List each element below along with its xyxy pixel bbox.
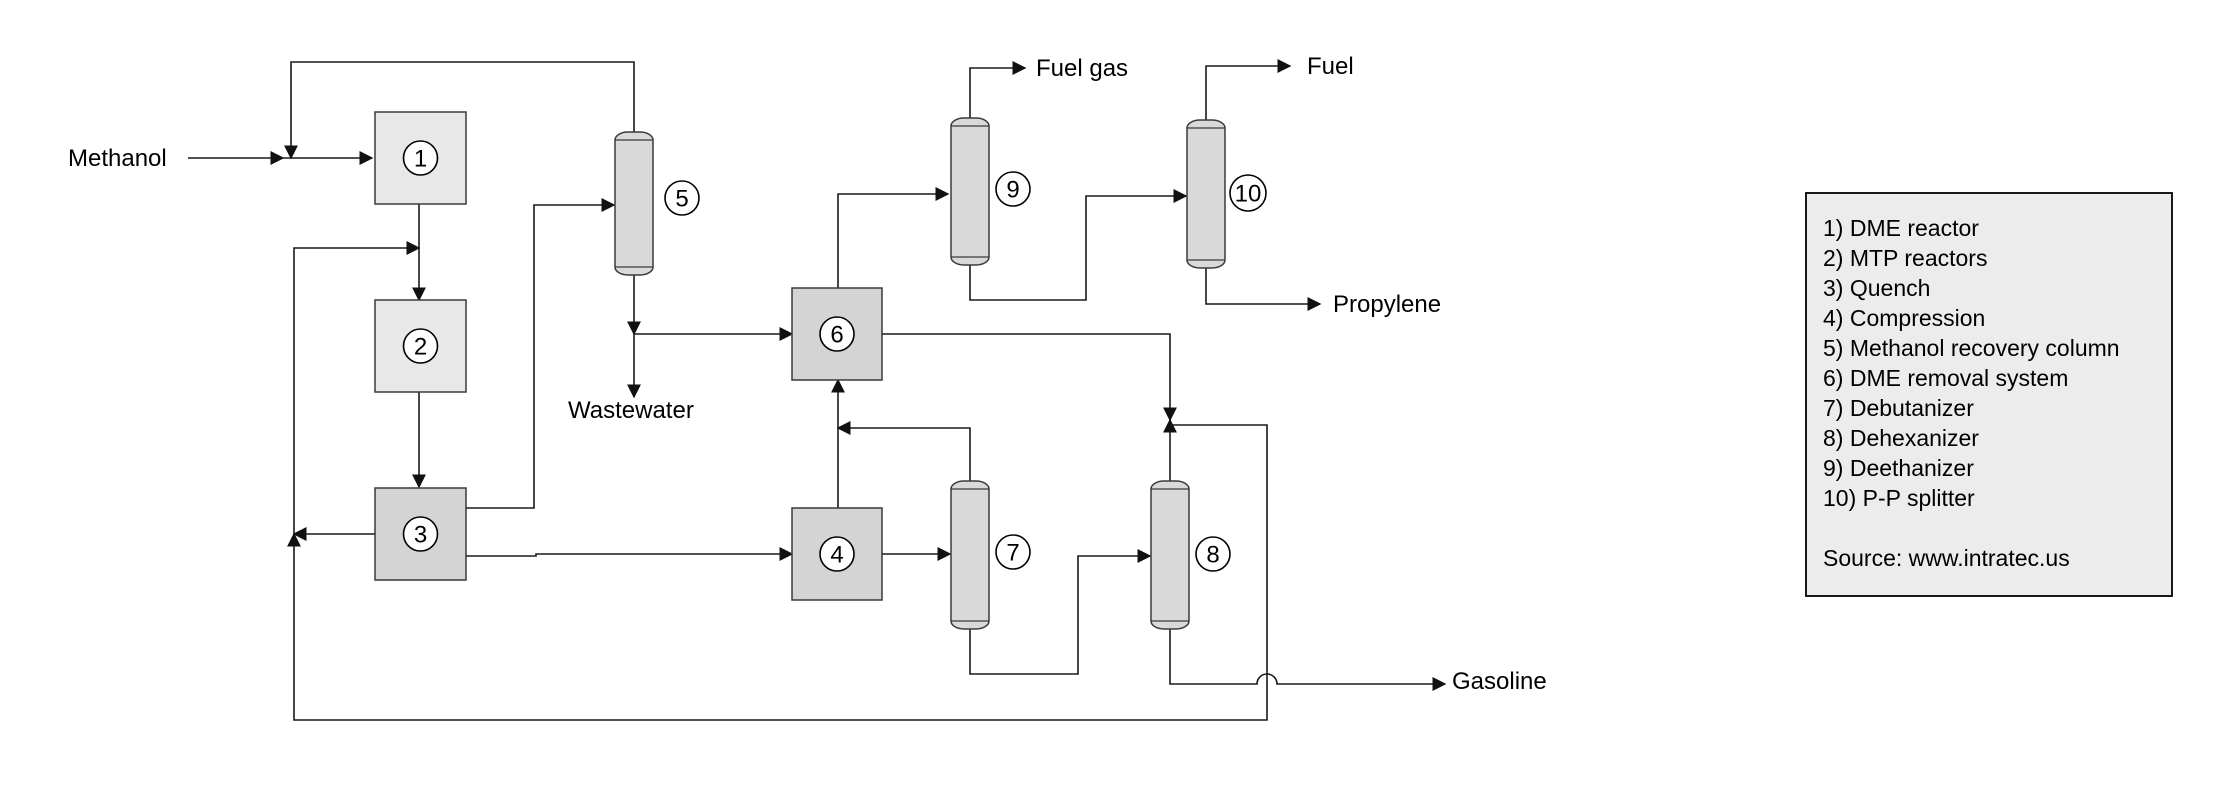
stream-fuel <box>1205 59 1292 120</box>
stream-u9-to-u10 <box>969 189 1188 301</box>
unit-4-number: 4 <box>830 542 843 569</box>
stream-propylene <box>1205 268 1322 311</box>
label-fuel-gas: Fuel gas <box>1036 55 1128 82</box>
unit-4: 4 <box>791 507 883 601</box>
column-10-marker <box>1229 174 1267 212</box>
column-9-marker <box>995 171 1031 207</box>
column-9-body <box>950 117 990 266</box>
legend-source: Source: www.intratec.us <box>1823 545 2070 571</box>
unit-1-marker <box>402 140 439 176</box>
column-7-body <box>950 480 990 630</box>
unit-2: 2 <box>374 299 467 393</box>
column-7-marker <box>995 534 1031 570</box>
unit-1: 1 <box>374 111 467 205</box>
legend-box <box>1805 192 2173 597</box>
label-methanol: Methanol <box>68 145 167 172</box>
flow-lines <box>188 59 1447 721</box>
column-9: 9 <box>950 117 1031 266</box>
legend-item-6: 6) DME removal system <box>1823 365 2068 391</box>
column-9-number: 9 <box>1006 177 1019 204</box>
stream-u5-recycle <box>284 61 635 160</box>
column-10-number: 10 <box>1235 181 1262 208</box>
unit-3-number: 3 <box>414 522 427 549</box>
legend-item-1: 1) DME reactor <box>1823 215 1979 241</box>
column-7: 7 <box>950 480 1031 630</box>
legend-item-7: 7) Debutanizer <box>1823 395 1974 421</box>
stream-u6-to-u9 <box>837 187 950 288</box>
legend-item-5: 5) Methanol recovery column <box>1823 335 2120 361</box>
unit-6: 6 <box>791 287 883 381</box>
unit-6-number: 6 <box>830 322 843 349</box>
legend-item-10: 10) P-P splitter <box>1823 485 1975 511</box>
unit-6-marker <box>819 316 855 352</box>
legend-item-9: 9) Deethanizer <box>1823 455 1974 481</box>
legend: 1) DME reactor 2) MTP reactors 3) Quench… <box>1805 192 2173 597</box>
legend-item-3: 3) Quench <box>1823 275 1930 301</box>
column-10: 10 <box>1186 119 1267 269</box>
stream-gasoline-recycle <box>287 424 1268 721</box>
unit-4-marker <box>819 536 855 572</box>
column-5: 5 <box>614 131 700 276</box>
stream-u7-to-u8 <box>969 549 1152 675</box>
column-7-number: 7 <box>1006 540 1019 567</box>
stream-u3-to-u4 <box>466 547 794 561</box>
label-wastewater: Wastewater <box>568 397 694 424</box>
unit-2-number: 2 <box>414 334 427 361</box>
unit-3-marker <box>402 516 439 552</box>
legend-item-2: 2) MTP reactors <box>1823 245 1987 271</box>
column-8-marker <box>1195 536 1231 572</box>
legend-item-8: 8) Dehexanizer <box>1823 425 1979 451</box>
label-fuel: Fuel <box>1307 53 1354 80</box>
stream-fuel-gas <box>969 61 1027 118</box>
column-5-marker <box>664 180 700 216</box>
column-8-body <box>1150 480 1190 630</box>
stream-u3-to-u5 <box>466 198 616 509</box>
stream-gasoline <box>1169 629 1447 691</box>
label-gasoline: Gasoline <box>1452 668 1547 695</box>
stream-u6-to-junction <box>882 333 1177 422</box>
stream-recycle-to-u2 <box>293 241 421 534</box>
column-5-body <box>614 131 654 276</box>
unit-1-number: 1 <box>414 146 427 173</box>
legend-item-4: 4) Compression <box>1823 305 1985 331</box>
unit-2-marker <box>402 328 439 364</box>
stream-u7-overhead <box>836 421 971 481</box>
label-propylene: Propylene <box>1333 291 1441 318</box>
column-8-number: 8 <box>1206 542 1219 569</box>
column-10-body <box>1186 119 1226 269</box>
column-8: 8 <box>1150 480 1231 630</box>
unit-3: 3 <box>374 487 467 581</box>
column-5-number: 5 <box>675 186 688 213</box>
